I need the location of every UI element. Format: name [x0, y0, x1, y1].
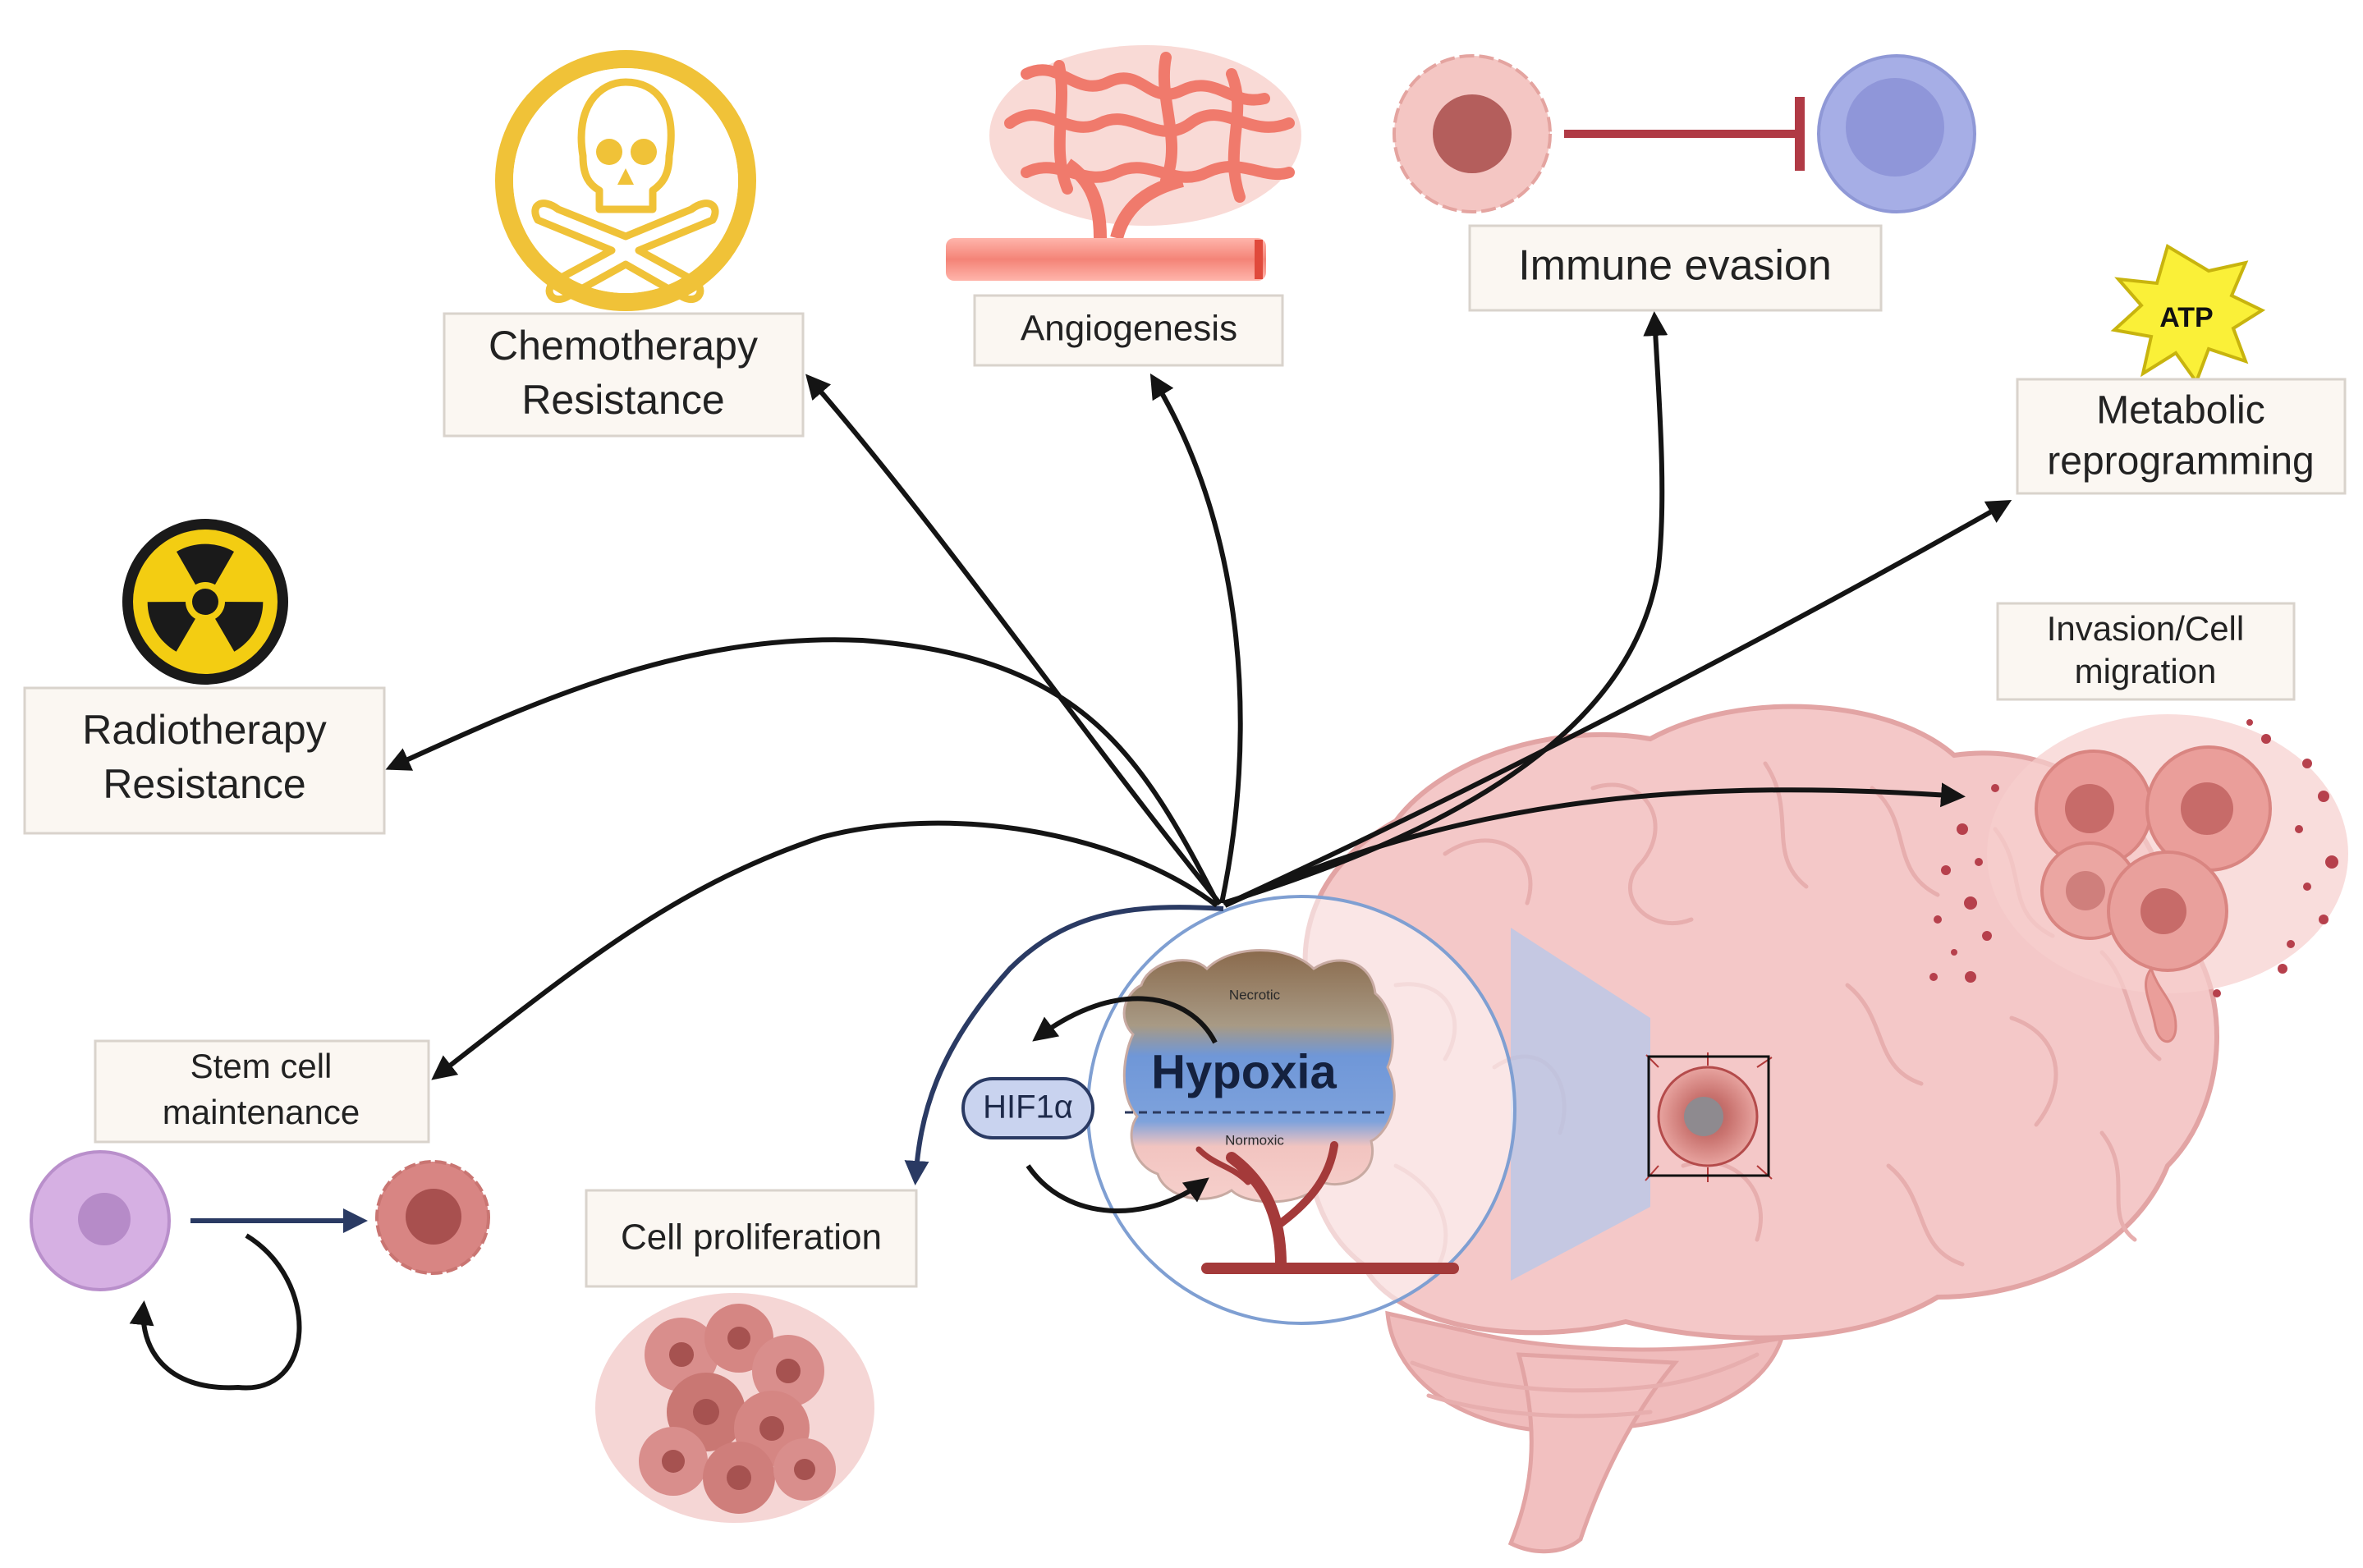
radiotherapy-box: [23, 686, 386, 835]
hif1a-node: HIF1α: [961, 1077, 1094, 1139]
atp-label: ATP: [2159, 302, 2213, 333]
zoom-cone: [1511, 928, 1650, 1281]
invasion-label-line1: Invasion/Cell: [2047, 609, 2244, 648]
arrow-metabolic: [1223, 500, 2012, 907]
blood-vessel-icon: [946, 45, 1301, 281]
arrow-radiotherapy: [385, 637, 1221, 906]
stem-cell-icon: [30, 1150, 171, 1291]
immune-evasion-box: [1468, 224, 1883, 312]
metabolic-label-line2: reprogramming: [2047, 440, 2314, 484]
atp-burst-icon: ATP: [2110, 243, 2266, 386]
angiogenesis-box: [973, 294, 1284, 367]
cell-proliferation-label: Cell proliferation: [621, 1217, 882, 1258]
immune-evasion-label: Immune evasion: [1518, 242, 1832, 290]
normoxic-label: Normoxic: [1225, 1132, 1284, 1148]
arrow-angiogenesis: [1149, 373, 1243, 904]
hypoxia-to-hif-arrow: [1032, 996, 1218, 1044]
differentiated-cell-icon: [375, 1160, 490, 1275]
stem-cell-label-line2: maintenance: [163, 1093, 360, 1131]
metabolic-box: [2016, 378, 2347, 495]
metabolic-label-line1: Metabolic: [2096, 389, 2264, 433]
arrow-invasion: [1223, 782, 1966, 908]
effect-arrows: [385, 311, 2012, 1080]
skull-icon: [495, 50, 756, 311]
self-renewal-arrow: [129, 1233, 302, 1391]
chemotherapy-box: [443, 312, 805, 438]
arrow-stem-cell: [431, 820, 1218, 1080]
hif-to-hypoxia-arrow: [1025, 1164, 1209, 1213]
invasion-label-line2: migration: [2075, 652, 2217, 690]
cell-proliferation-box: [585, 1189, 918, 1288]
immune-evasion-icon: [1393, 54, 1976, 213]
proliferating-cells-icon: [595, 1293, 874, 1523]
hypoxia-label: Hypoxia: [1151, 1045, 1337, 1098]
invasion-box: [1996, 602, 2296, 701]
radiotherapy-label-line2: Resistance: [103, 761, 305, 807]
hif1a-label: HIF1α: [983, 1089, 1073, 1126]
brain-stem: [1507, 1352, 1680, 1554]
zoom-square: [1647, 1055, 1770, 1177]
invading-cells-icon: [1929, 714, 2348, 1043]
tumor-blood-vessel: [1195, 1141, 1459, 1274]
chemotherapy-label-line1: Chemotherapy: [489, 323, 758, 369]
angiogenesis-label: Angiogenesis: [1021, 309, 1237, 349]
radiotherapy-label-line1: Radiotherapy: [82, 707, 326, 753]
hub-to-proliferation-arrow: [904, 905, 1224, 1185]
arrow-chemotherapy: [805, 374, 1223, 905]
stem-cell-box: [94, 1039, 430, 1144]
chemotherapy-label-line2: Resistance: [521, 377, 724, 423]
brain-tumor-cell: [1645, 1052, 1773, 1182]
necrotic-label: Necrotic: [1229, 987, 1281, 1002]
stem-cell-label-line1: Stem cell: [190, 1047, 333, 1085]
radiation-icon: [122, 519, 288, 685]
